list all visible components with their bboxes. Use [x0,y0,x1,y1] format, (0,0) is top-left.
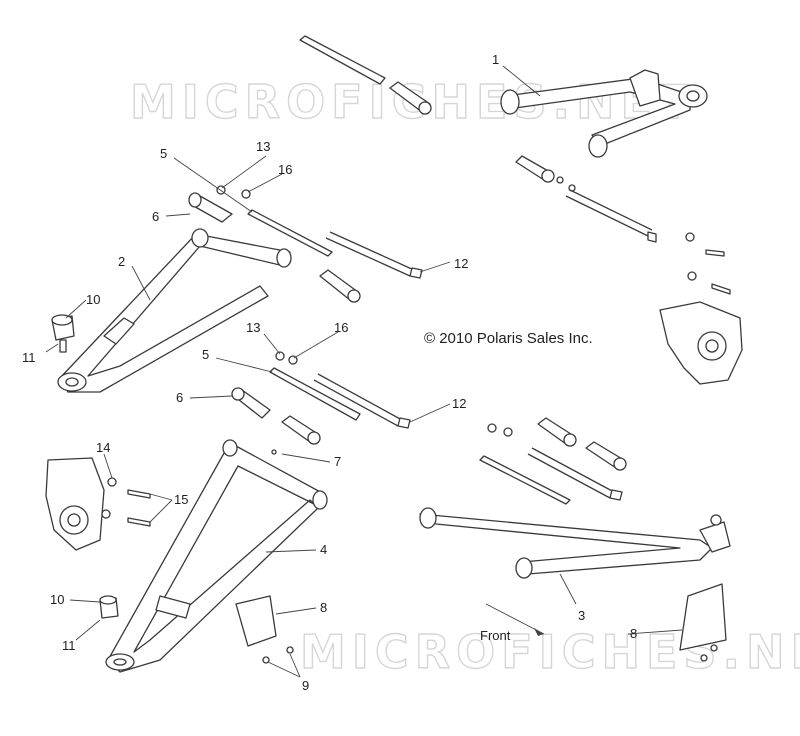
top-rod-assembly [299,35,432,115]
leader-lines [45,65,683,678]
callout-16-middle: 16 [334,320,348,335]
callout-labels: 1 2 3 4 5 5 6 6 7 8 8 9 10 10 11 11 12 1… [22,52,637,693]
guard-plate-right [679,583,727,662]
front-direction-indicator: Front [480,603,545,643]
right-steering-knuckle [659,301,743,385]
ball-joint-upper [51,314,75,353]
callout-12-upper: 12 [454,256,468,271]
callout-14: 14 [96,440,110,455]
callout-12-middle: 12 [452,396,466,411]
right-lower-hardware [479,417,627,505]
ball-joint-lower [99,595,119,619]
left-upper-hardware [188,185,423,303]
callout-11-lower: 11 [62,638,76,653]
callout-6-upper: 6 [152,209,159,224]
callout-8-right: 8 [630,626,637,641]
upper-a-arm-left [57,228,292,393]
callout-1: 1 [492,52,499,67]
callout-6-middle: 6 [176,390,183,405]
callout-4: 4 [320,542,327,557]
callout-10-upper: 10 [86,292,100,307]
middle-rods [231,351,411,455]
callout-5-upper: 5 [160,146,167,161]
callout-11-upper: 11 [22,350,36,365]
callout-15: 15 [174,492,188,507]
right-upper-hardware [515,155,731,295]
callout-2: 2 [118,254,125,269]
callout-16-upper: 16 [278,162,292,177]
upper-a-arm-right [500,69,708,158]
lower-a-arm-right [419,507,731,579]
callout-8-left: 8 [320,600,327,615]
callout-9: 9 [302,678,309,693]
callout-10-lower: 10 [50,592,64,607]
callout-3: 3 [578,608,585,623]
callout-13-middle: 13 [246,320,260,335]
callout-5-middle: 5 [202,347,209,362]
callout-13-upper: 13 [256,139,270,154]
left-steering-knuckle [45,457,151,551]
callout-7: 7 [334,454,341,469]
copyright-notice: © 2010 Polaris Sales Inc. [424,330,593,347]
front-label: Front [480,628,511,643]
lower-a-arm-left [105,439,328,673]
guard-plate-left [235,595,294,664]
